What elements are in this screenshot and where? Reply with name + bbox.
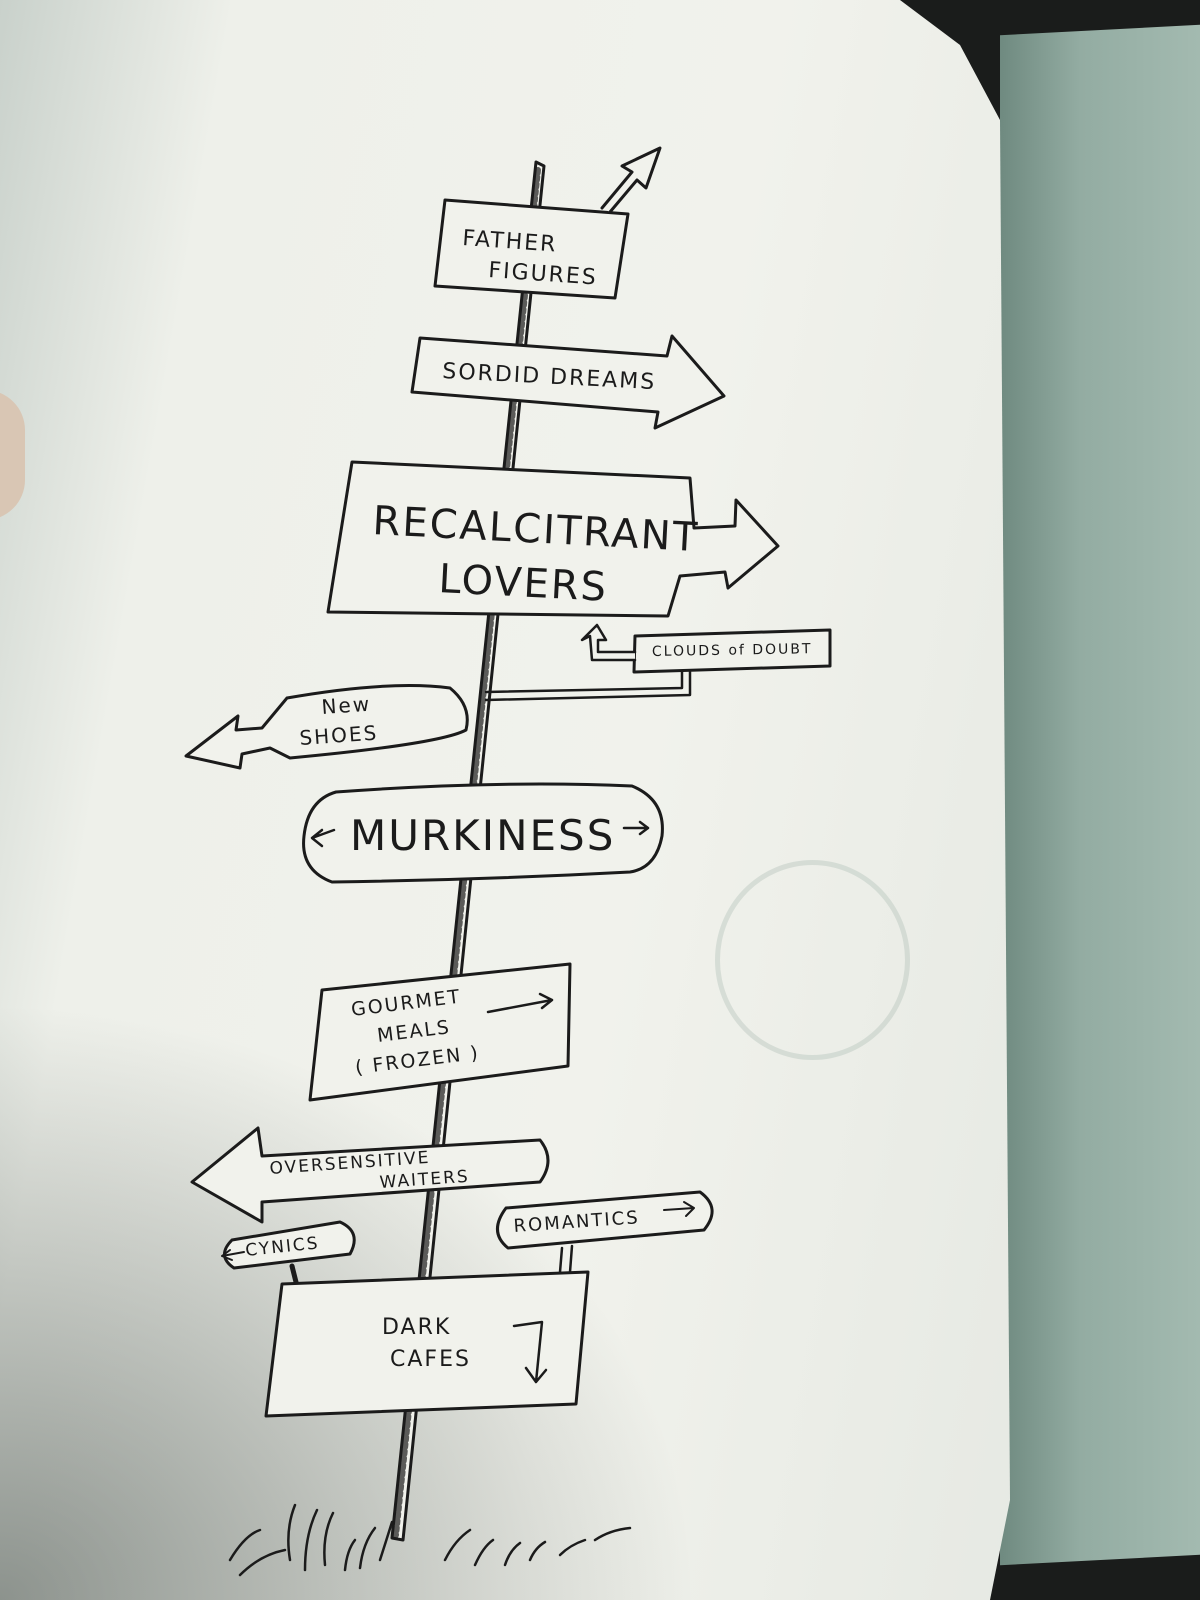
- sign-cynics: CYNICS: [221, 1220, 356, 1285]
- dark-cafes-line1: DARK: [382, 1315, 451, 1340]
- new-shoes-line1: New: [321, 692, 372, 719]
- recalcitrant-lovers-line2: LOVERS: [437, 556, 609, 611]
- bleed-through-stamp: [715, 860, 910, 1060]
- new-shoes-line2: SHOES: [299, 721, 379, 750]
- sign-recalcitrant-lovers: RECALCITRANT LOVERS: [326, 460, 780, 618]
- dark-cafes-line2: CAFES: [390, 1347, 471, 1372]
- sign-murkiness: MURKINESS: [302, 782, 664, 884]
- sign-father-figures: FATHER FIGURES: [433, 146, 662, 300]
- sign-gourmet-meals: GOURMET MEALS ( FROZEN ): [308, 962, 572, 1102]
- sign-oversensitive-waiters: OVERSENSITIVE WAITERS: [190, 1126, 550, 1224]
- sign-new-shoes: New SHOES: [184, 684, 469, 770]
- murkiness-text: MURKINESS: [350, 811, 615, 860]
- grass: [228, 1503, 632, 1577]
- sign-romantics: ROMANTICS: [496, 1190, 714, 1274]
- clouds-of-doubt-text: CLOUDS of DOUBT: [652, 641, 813, 660]
- sign-dark-cafes: DARK CAFES: [264, 1270, 590, 1418]
- sign-clouds-of-doubt: CLOUDS of DOUBT: [484, 623, 832, 702]
- sign-sordid-dreams: SORDID DREAMS: [410, 334, 726, 430]
